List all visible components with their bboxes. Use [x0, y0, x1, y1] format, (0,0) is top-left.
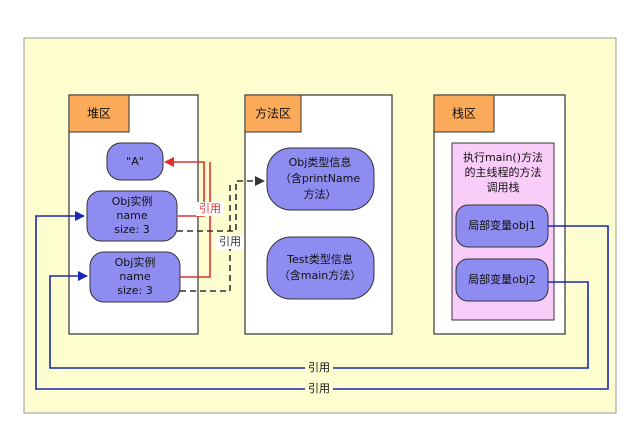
obj2-instance-line: size: 3 [117, 284, 153, 297]
heap-region: 堆区 "A" Obj实例 name size: 3 Obj实例 name siz… [68, 94, 199, 335]
obj1-ref-label: 引用 [308, 381, 330, 395]
heap-region-title: 堆区 [87, 107, 111, 121]
stack-region-header [433, 94, 495, 133]
class-ref-edge-obj2 [180, 181, 231, 292]
class-ref-label: 引用 [219, 234, 241, 248]
obj1-ref-label-bg [305, 382, 333, 396]
stack-frame-title-line: 调用栈 [487, 180, 520, 194]
obj-type-info-line: 方法） [304, 187, 337, 201]
class-ref-edge-obj1 [177, 176, 265, 232]
obj1-instance-line: Obj实例 [112, 194, 153, 208]
heap-region-header [68, 94, 130, 133]
obj2-ref-label-bg [305, 361, 333, 375]
local-var-obj1-label: 局部变量obj1 [468, 218, 536, 232]
method-region: 方法区 Obj类型信息 （含printName 方法） Test类型信息 （含m… [244, 94, 393, 335]
name-ref-edge-obj1 [164, 157, 205, 217]
stack-region: 栈区 执行main()方法 的主线程的方法 调用栈 局部变量obj1 局部变量o… [433, 94, 566, 335]
obj-type-info-line: Obj类型信息 [289, 155, 352, 169]
method-region-title: 方法区 [255, 106, 291, 121]
string-a-node [106, 142, 164, 181]
obj1-instance-line: name [116, 209, 147, 222]
stack-frame-title-line: 执行main()方法 [463, 150, 543, 164]
obj2-instance-line: name [119, 270, 150, 283]
name-ref-edge-obj2 [180, 162, 211, 278]
name-ref-label: 引用 [199, 201, 221, 215]
obj-type-info-node [266, 147, 375, 211]
local-var-obj2-node [455, 258, 549, 302]
stack-frame-title-line: 的主线程的方法 [465, 165, 542, 179]
test-type-info-line: Test类型信息 [286, 252, 353, 266]
obj-type-info-line: （含printName [280, 171, 361, 185]
name-ref-label-bg [196, 202, 224, 216]
stack-region-title: 栈区 [452, 106, 476, 121]
obj2-instance-line: Obj实例 [115, 255, 156, 269]
local-var-obj2-label: 局部变量obj2 [468, 272, 536, 286]
test-type-info-node [266, 236, 375, 300]
obj2-ref-label: 引用 [308, 360, 330, 374]
string-a-label: "A" [126, 155, 144, 168]
obj1-instance-line: size: 3 [114, 223, 150, 236]
method-region-header [244, 94, 302, 133]
class-ref-label-bg [216, 235, 244, 249]
test-type-info-line: （含main方法） [279, 268, 361, 282]
